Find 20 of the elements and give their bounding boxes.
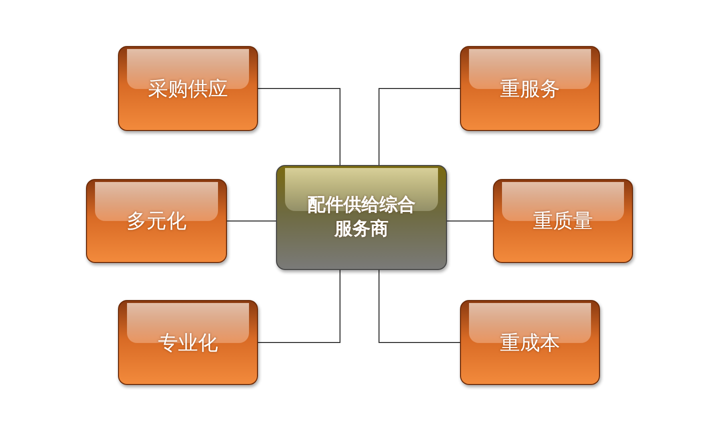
- box-label: 重成本: [499, 329, 561, 356]
- box-label: 多元化: [126, 208, 188, 234]
- topic-box: [493, 179, 633, 263]
- box-label: 重质量: [532, 208, 594, 234]
- connector-line: [226, 220, 276, 222]
- center-box: [276, 165, 447, 270]
- connector-line: [446, 220, 494, 222]
- box-label: 配件供给综合服务商: [306, 193, 416, 242]
- topic-box: [86, 179, 227, 263]
- box-label: 重服务: [499, 75, 561, 102]
- topic-box: [118, 300, 258, 385]
- connector-line: [258, 270, 340, 343]
- topic-box: [460, 46, 600, 131]
- topic-box: [118, 46, 258, 131]
- connector-line: [378, 88, 460, 166]
- box-label: 采购供应: [147, 75, 229, 102]
- topic-box: [460, 300, 600, 385]
- connector-line: [258, 88, 340, 166]
- connector-line: [378, 270, 460, 343]
- box-label: 专业化: [157, 329, 219, 356]
